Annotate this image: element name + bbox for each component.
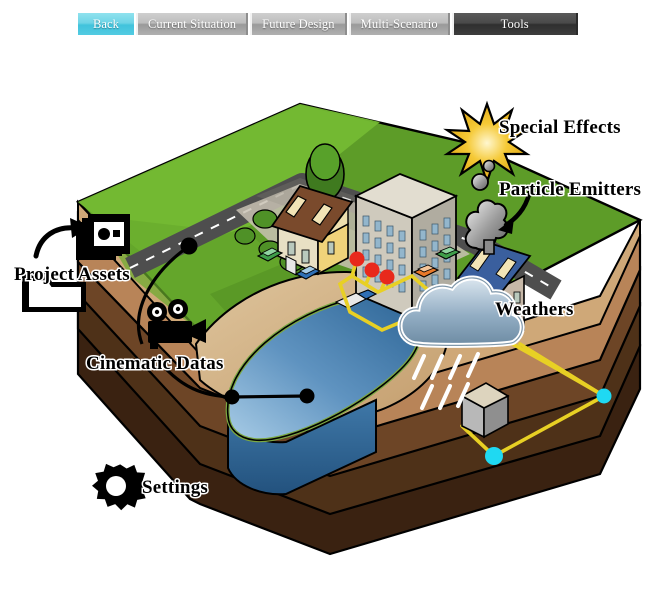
node-red[interactable] [364,262,380,278]
label-weathers-outline: Weathers [494,298,575,322]
truck-blue [334,289,378,309]
node-red[interactable] [379,269,395,285]
node-cyan[interactable] [596,388,612,404]
cinematic-path [137,237,315,405]
node-red[interactable] [349,251,365,267]
car-green-2 [434,246,462,260]
tab-future-design[interactable]: Future Design [250,13,347,35]
path-node[interactable] [299,388,315,404]
main-toolbar: Back Current Situation Future Design Mul… [0,0,652,44]
car-orange [412,264,440,278]
label-special-effects-text: Special Effects [499,117,621,138]
car-blue-1 [294,265,322,280]
path-node[interactable] [224,389,240,405]
folder-photos-icon [22,214,130,312]
label-cinematic-datas-outline: Cinematic Datas [85,352,225,376]
building-house-brown[interactable] [270,184,354,276]
path-node[interactable] [180,237,198,255]
label-particle-emitters-text: Particle Emitters [499,179,642,200]
label-particle-emitters-outline: Particle Emitters [497,178,642,202]
lake-outline [226,295,422,442]
car-green-1 [256,247,284,262]
smoke-puff-icon [464,159,534,255]
label-weathers-text: Weathers [495,299,574,320]
rain-streaks [412,352,480,410]
scene-canvas[interactable] [0,44,652,600]
label-special-effects-outline: Special Effects [498,116,623,140]
vehicle-group [256,246,462,309]
tab-multi-scenario[interactable]: Multi-Scenario [348,13,450,35]
gear-icon [92,463,149,511]
tab-tools[interactable]: Tools [451,13,578,35]
node-cyan[interactable] [485,447,503,465]
movie-camera-icon [147,299,206,349]
rain-cloud-icon [397,275,525,410]
label-settings-outline: Settings [141,476,210,500]
tab-current-situation[interactable]: Current Situation [136,13,249,35]
photo-stack-icon [76,214,130,260]
back-button[interactable]: Back [78,13,134,35]
label-project-assets-outline: Project Assets [13,263,132,287]
crate-cube[interactable] [460,382,510,439]
label-cinematic-datas-text: Cinematic Datas [86,353,224,374]
grass-highlight-band [78,104,380,259]
label-settings-text: Settings [142,477,208,498]
label-project-assets-text: Project Assets [14,264,130,285]
